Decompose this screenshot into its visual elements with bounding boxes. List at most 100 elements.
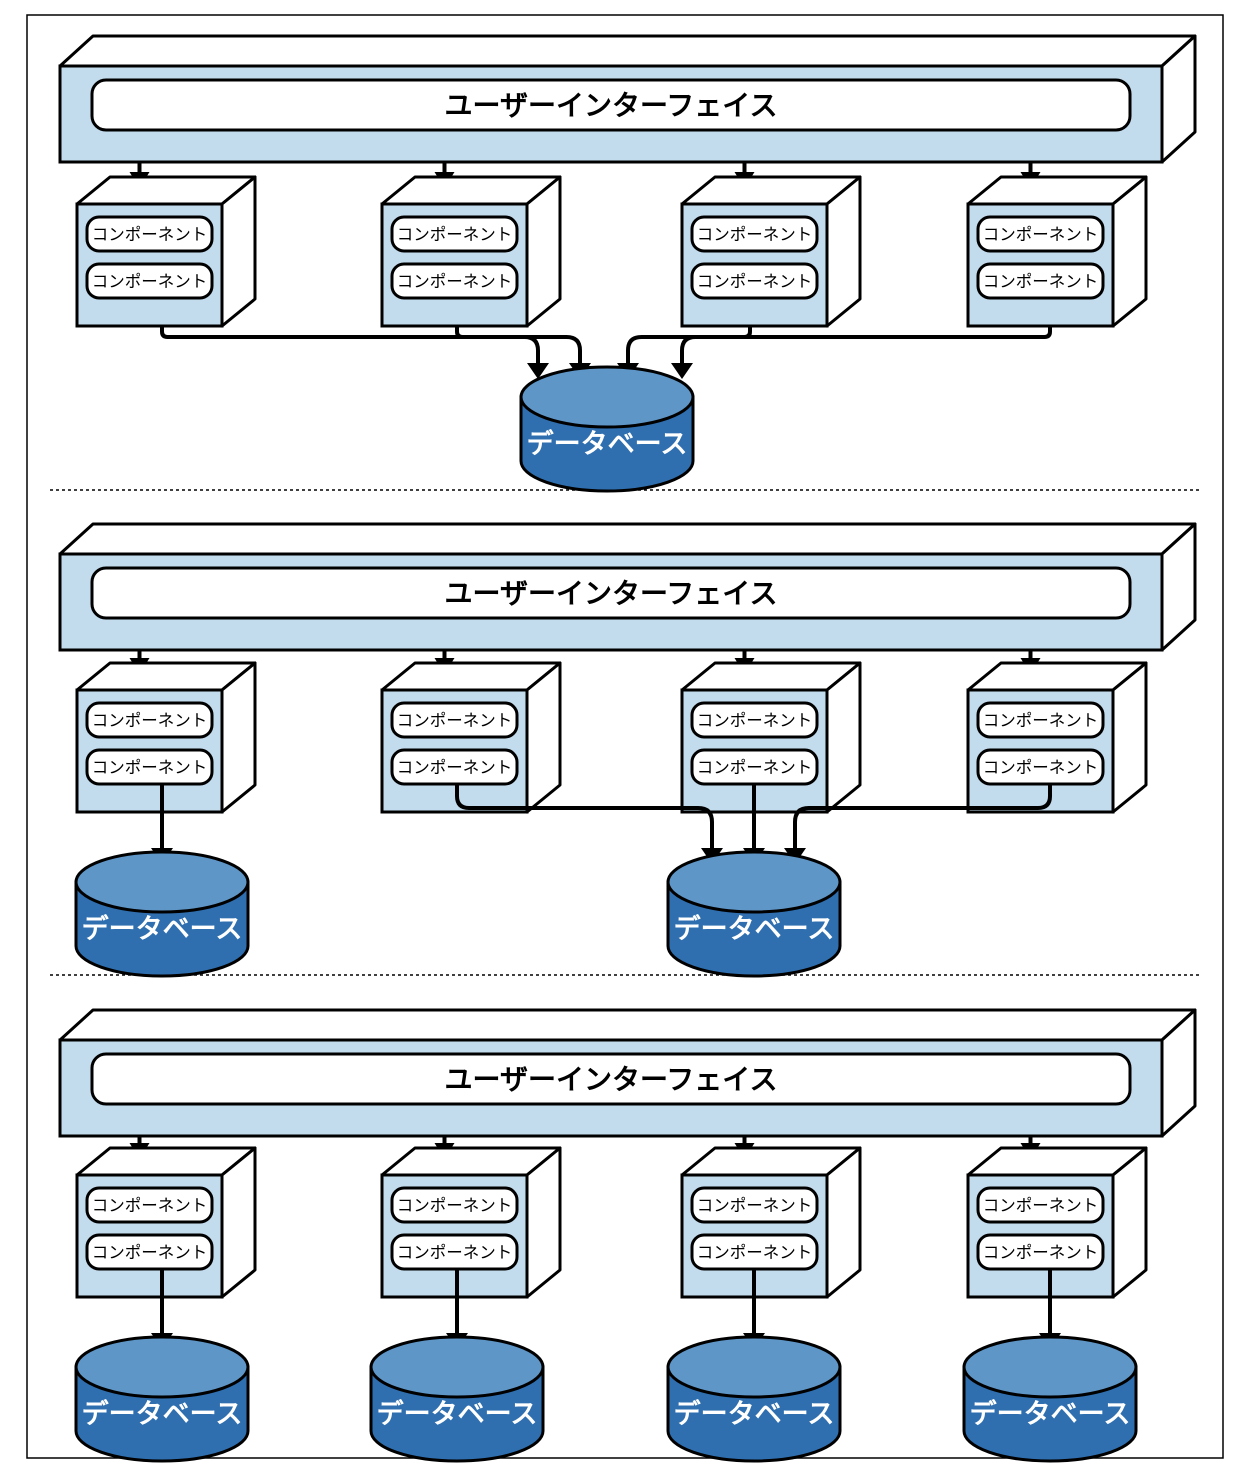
bar-top-face xyxy=(58,1008,1197,1042)
arrow-line xyxy=(455,326,582,364)
module-side-face xyxy=(825,661,862,814)
component-pill xyxy=(85,1233,214,1271)
module-side-face xyxy=(525,175,562,328)
component-pill xyxy=(690,215,819,253)
module-side-face xyxy=(525,661,562,814)
database-cylinder-icon: データベース xyxy=(666,1335,842,1463)
component-label: コンポーネント xyxy=(397,1196,513,1215)
ui-label: ユーザーインターフェイス xyxy=(445,1063,778,1096)
database-cylinder-icon: データベース xyxy=(666,850,842,978)
database-top xyxy=(519,365,695,429)
component-label: コンポーネント xyxy=(92,1196,208,1215)
component-label: コンポーネント xyxy=(92,1243,208,1262)
ui-label-pill xyxy=(90,1052,1132,1106)
component-pill xyxy=(976,701,1105,739)
panel: ユーザーインターフェイスコンポーネントコンポーネントコンポーネントコンポーネント… xyxy=(58,34,1197,493)
database-cylinder-icon: データベース xyxy=(962,1335,1138,1463)
component-pill xyxy=(976,748,1105,786)
database-label: データベース xyxy=(674,913,835,945)
database-label: データベース xyxy=(674,1398,835,1430)
component-label: コンポーネント xyxy=(397,758,513,777)
database-label: データベース xyxy=(82,1398,243,1430)
arrow-icon xyxy=(671,326,1052,379)
module-side-face xyxy=(525,1146,562,1299)
component-pill xyxy=(390,1233,519,1271)
panel: ユーザーインターフェイスコンポーネントコンポーネントコンポーネントコンポーネント… xyxy=(58,522,1197,978)
database-label: データベース xyxy=(527,428,688,460)
component-label: コンポーネント xyxy=(697,225,813,244)
arrow-line xyxy=(455,784,714,849)
module-side-face xyxy=(220,175,257,328)
database-top xyxy=(74,1335,250,1399)
database-top xyxy=(74,850,250,914)
bar-top-face xyxy=(58,34,1197,68)
component-label: コンポーネント xyxy=(397,711,513,730)
database-cylinder-icon: データベース xyxy=(74,1335,250,1463)
database-cylinder-icon: データベース xyxy=(369,1335,545,1463)
component-label: コンポーネント xyxy=(92,225,208,244)
module-side-face xyxy=(220,661,257,814)
component-label: コンポーネント xyxy=(397,225,513,244)
component-pill xyxy=(85,701,214,739)
component-label: コンポーネント xyxy=(983,272,1099,291)
arrow-line xyxy=(680,326,1052,364)
module-side-face xyxy=(825,1146,862,1299)
component-pill xyxy=(976,262,1105,300)
component-pill xyxy=(390,262,519,300)
component-pill xyxy=(690,1233,819,1271)
database-label: データベース xyxy=(377,1398,538,1430)
database-top xyxy=(369,1335,545,1399)
component-pill xyxy=(85,1186,214,1224)
component-pill xyxy=(690,701,819,739)
module-side-face xyxy=(825,175,862,328)
ui-label: ユーザーインターフェイス xyxy=(445,577,778,610)
component-label: コンポーネント xyxy=(697,1196,813,1215)
bar-top-face xyxy=(58,522,1197,556)
module-side-face xyxy=(1111,661,1148,814)
module-side-face xyxy=(1111,175,1148,328)
ui-label-pill xyxy=(90,566,1132,620)
component-pill xyxy=(690,1186,819,1224)
user-interface-bar: ユーザーインターフェイス xyxy=(58,522,1197,652)
arrow-line xyxy=(793,784,1052,849)
component-label: コンポーネント xyxy=(397,1243,513,1262)
component-pill xyxy=(976,215,1105,253)
component-label: コンポーネント xyxy=(983,711,1099,730)
arrow-head xyxy=(527,363,549,379)
component-pill xyxy=(390,701,519,739)
database-top xyxy=(962,1335,1138,1399)
component-pill xyxy=(390,748,519,786)
component-pill xyxy=(690,262,819,300)
user-interface-bar: ユーザーインターフェイス xyxy=(58,34,1197,164)
component-label: コンポーネント xyxy=(92,758,208,777)
component-pill xyxy=(85,748,214,786)
component-pill xyxy=(976,1186,1105,1224)
component-label: コンポーネント xyxy=(983,758,1099,777)
component-pill xyxy=(390,215,519,253)
database-cylinder-icon: データベース xyxy=(519,365,695,493)
database-top xyxy=(666,850,842,914)
arrow-icon xyxy=(160,326,549,379)
database-label: データベース xyxy=(970,1398,1131,1430)
component-label: コンポーネント xyxy=(697,758,813,777)
component-label: コンポーネント xyxy=(983,1243,1099,1262)
arrow-head xyxy=(671,363,693,379)
user-interface-bar: ユーザーインターフェイス xyxy=(58,1008,1197,1138)
component-pill xyxy=(85,215,214,253)
module-side-face xyxy=(220,1146,257,1299)
module-side-face xyxy=(1111,1146,1148,1299)
component-label: コンポーネント xyxy=(697,272,813,291)
component-label: コンポーネント xyxy=(92,272,208,291)
component-label: コンポーネント xyxy=(697,711,813,730)
